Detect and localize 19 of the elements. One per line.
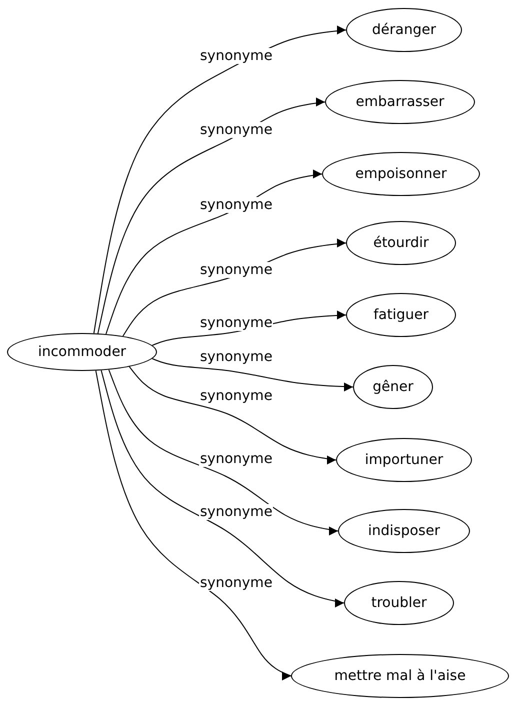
node-label: importuner — [364, 452, 444, 468]
node-label: indisposer — [368, 523, 440, 539]
edge-label: synonyme — [199, 48, 274, 64]
node-label: troubler — [371, 595, 427, 611]
node-label: déranger — [372, 22, 436, 38]
node-label: fatiguer — [373, 307, 428, 323]
node-label: mettre mal à l'aise — [334, 668, 466, 684]
edge-label: synonyme — [199, 122, 274, 138]
node-label: embarrasser — [356, 94, 444, 110]
edge-label: synonyme — [199, 262, 274, 278]
arrow — [106, 170, 322, 334]
node-label: incommoder — [38, 344, 126, 360]
edge-label: synonyme — [199, 197, 274, 213]
arrow — [93, 26, 346, 334]
arrow — [97, 98, 326, 334]
node-label: gêner — [372, 379, 414, 395]
node-label: étourdir — [373, 235, 429, 251]
node-label: empoisonner — [355, 166, 447, 182]
source-ellipse — [7, 333, 157, 371]
